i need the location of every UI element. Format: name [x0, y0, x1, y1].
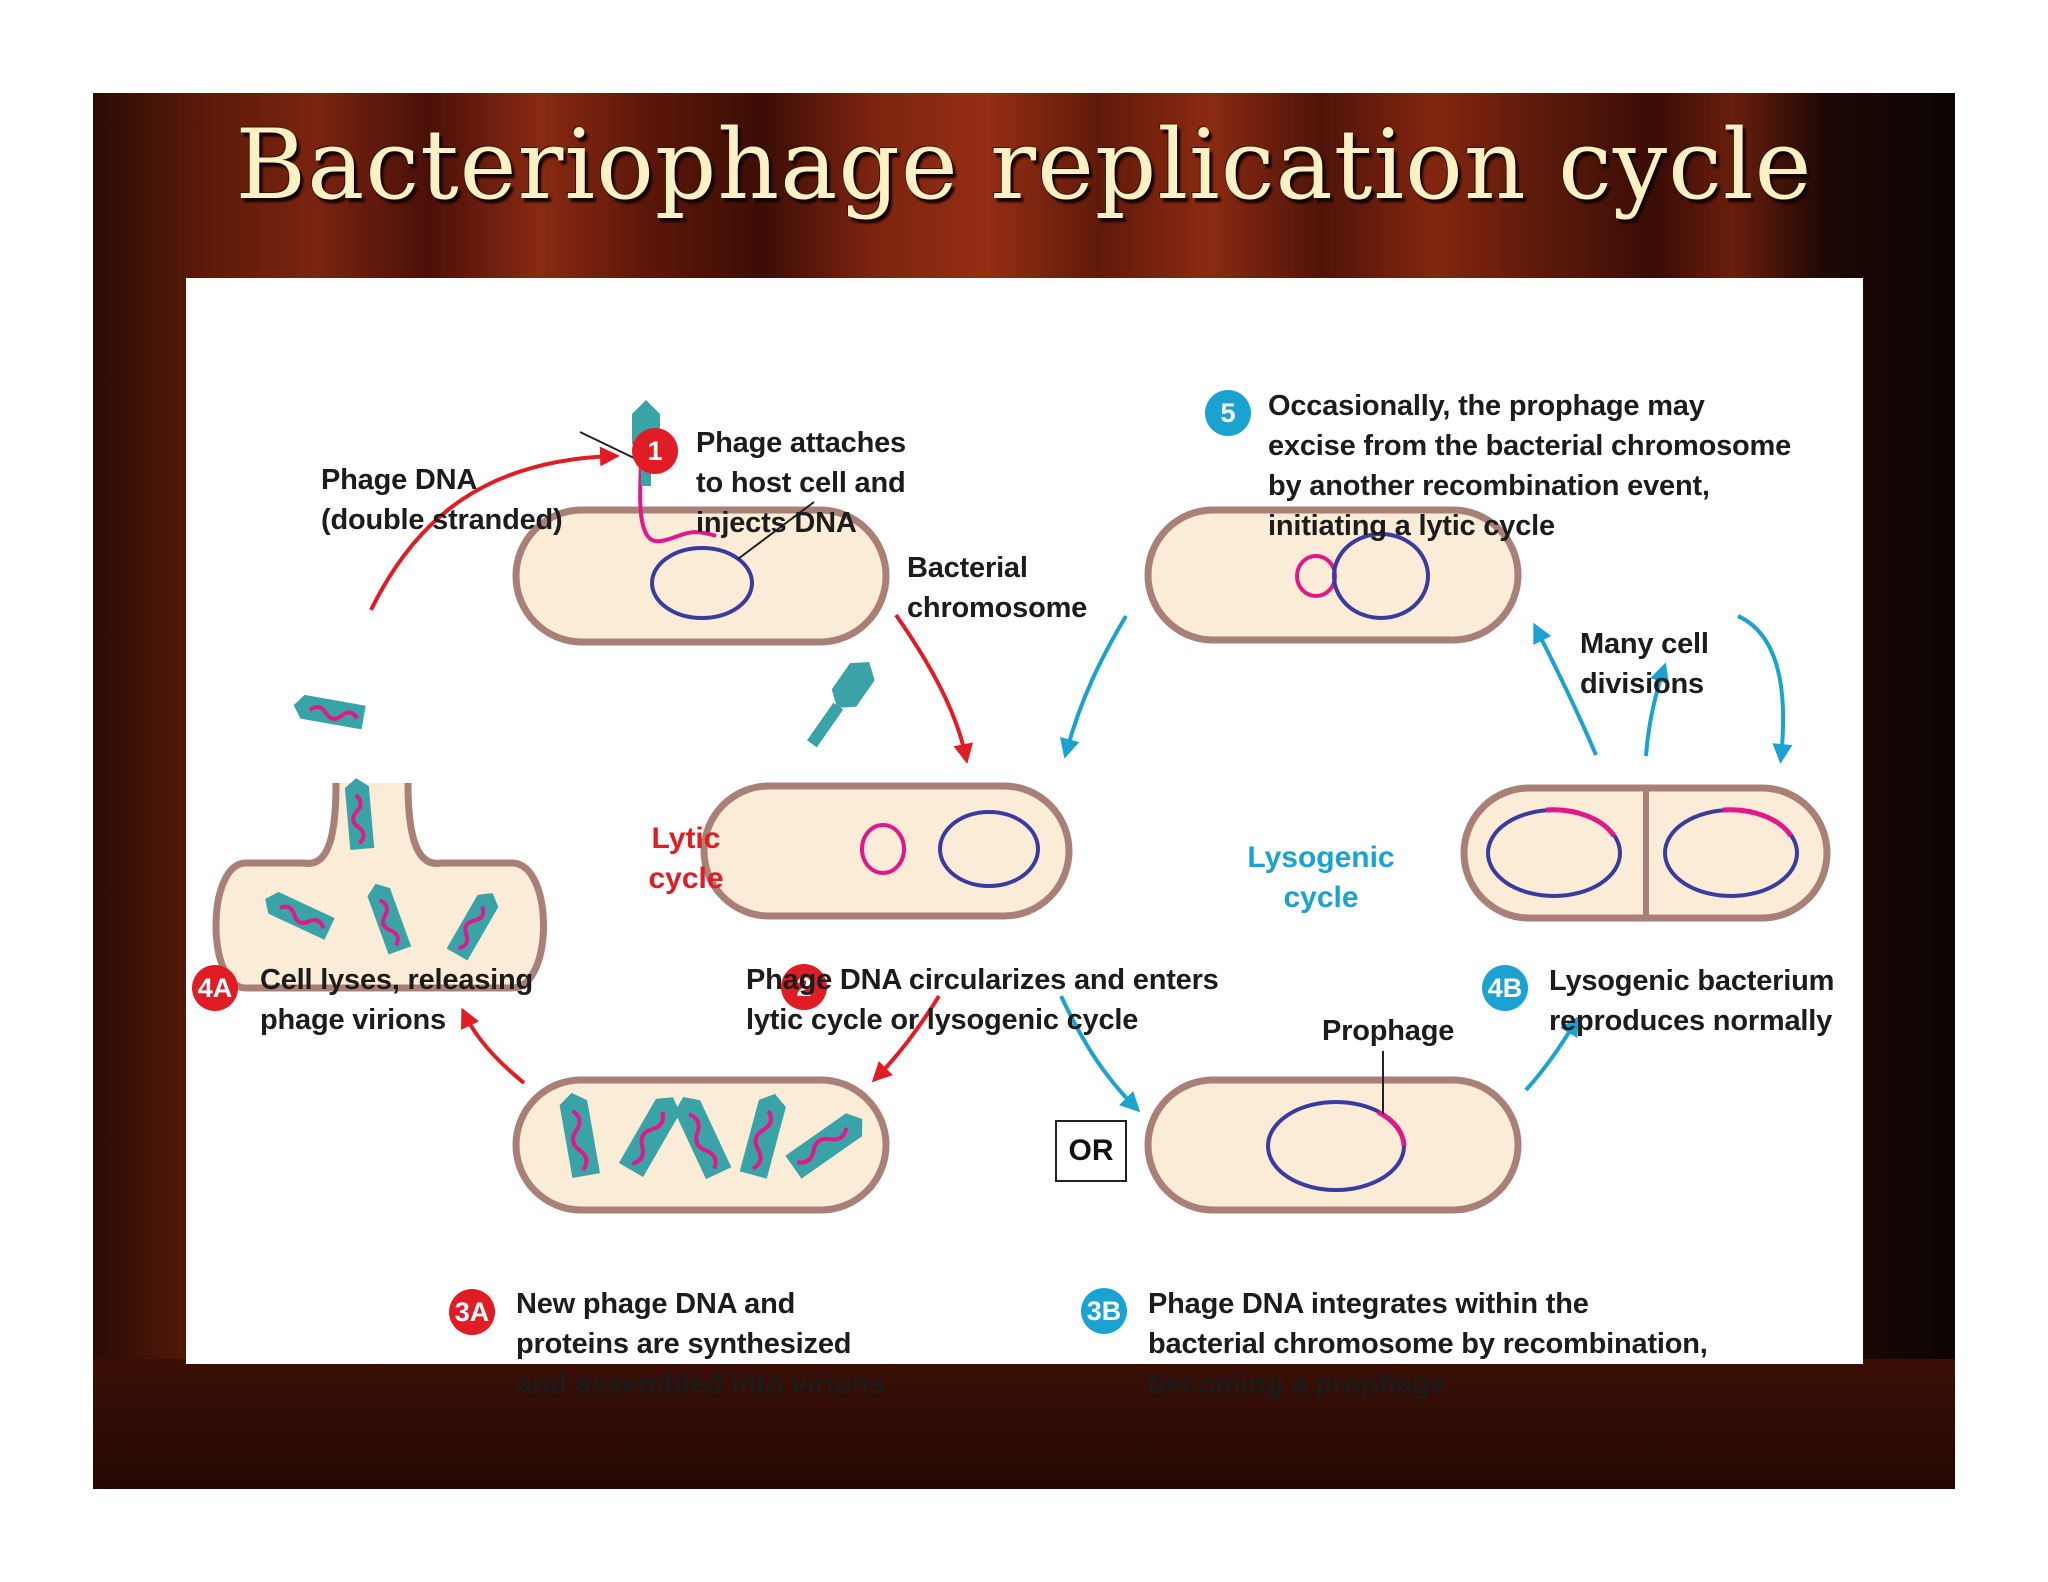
phage-dna-label: Phage DNA (double stranded): [321, 464, 563, 536]
slide-title: Bacteriophage replication cycle: [235, 109, 1813, 221]
many-cell-divisions-label: Many cell divisions: [1580, 628, 1709, 700]
step-4b-badge: 4B: [1482, 965, 1528, 1011]
lytic-arrow-1-to-2: [894, 613, 974, 764]
diagram-panel: Phage DNA (double stranded) Bacterial ch…: [186, 278, 1863, 1400]
chromosome-pointer: [737, 501, 815, 560]
step-5-text: Occasionally, the prophage may excise fr…: [1268, 390, 1792, 542]
bacterial-chromosome: [938, 810, 1040, 888]
cell-excision: [1144, 506, 1522, 644]
division-arrow-mid: [1644, 662, 1670, 757]
step-5-badge: 5: [1205, 390, 1251, 436]
lytic-arrow-2-to-3a: [871, 994, 941, 1083]
step-1-text: Phage attaches to host cell and injects …: [696, 427, 906, 539]
or-box: OR: [1055, 1120, 1127, 1182]
lytic-arrow-4a-to-1: [369, 446, 620, 611]
step-4b-text: Lysogenic bacterium reproduces normally: [1549, 965, 1835, 1037]
cell-dividing: [1460, 784, 1831, 922]
lysogenic-cycle-label: Lysogenic cycle: [1247, 841, 1395, 914]
step-2-text: Phage DNA circularizes and enters lytic …: [746, 964, 1219, 1036]
lysogenic-arrow-5-to-2: [1060, 614, 1128, 759]
division-arrow-left: [1533, 622, 1598, 756]
slide: Bacteriophage replication cycle: [93, 93, 1955, 1489]
step-4a-badge: 4A: [192, 965, 238, 1011]
phage-dna-pointer: [579, 431, 635, 459]
cell-circularized: [700, 782, 1073, 920]
step-4a-text: Cell lyses, releasing phage virions: [260, 964, 534, 1036]
bacterial-chromosome-label: Bacterial chromosome: [907, 552, 1088, 624]
curtain-bottom: [93, 1359, 1955, 1489]
step-3a-text: New phage DNA and proteins are synthesiz…: [516, 1288, 885, 1400]
free-phage: [806, 661, 875, 748]
cell-lysing: [212, 782, 547, 992]
lysogenic-arrow-2-to-3b: [1059, 995, 1141, 1113]
step-3a-badge: 3A: [449, 1289, 495, 1335]
lysogenic-arrow-3b-to-4b: [1524, 1015, 1580, 1092]
phage-dna-circle: [860, 823, 906, 875]
injected-phage-dna: [638, 455, 717, 544]
cell-prophage: [1144, 1051, 1522, 1214]
lytic-cycle-label: Lytic cycle: [648, 822, 724, 895]
step-3b-text: Phage DNA integrates within the bacteria…: [1148, 1288, 1708, 1400]
step-1-badge: 1: [632, 428, 678, 474]
released-virion: [344, 778, 375, 850]
diagram-graphics: [212, 400, 1831, 1214]
bacterial-chromosome: [650, 546, 754, 620]
division-arrow-right: [1737, 614, 1793, 764]
cell-assembly: [512, 1076, 890, 1214]
released-virion: [293, 694, 366, 730]
prophage-label: Prophage: [1322, 1015, 1455, 1047]
step-3b-badge: 3B: [1081, 1288, 1127, 1334]
lytic-arrow-3a-to-4a: [461, 1007, 526, 1085]
step-2-badge: 2: [781, 964, 827, 1010]
bacterial-chromosome: [1332, 532, 1430, 620]
